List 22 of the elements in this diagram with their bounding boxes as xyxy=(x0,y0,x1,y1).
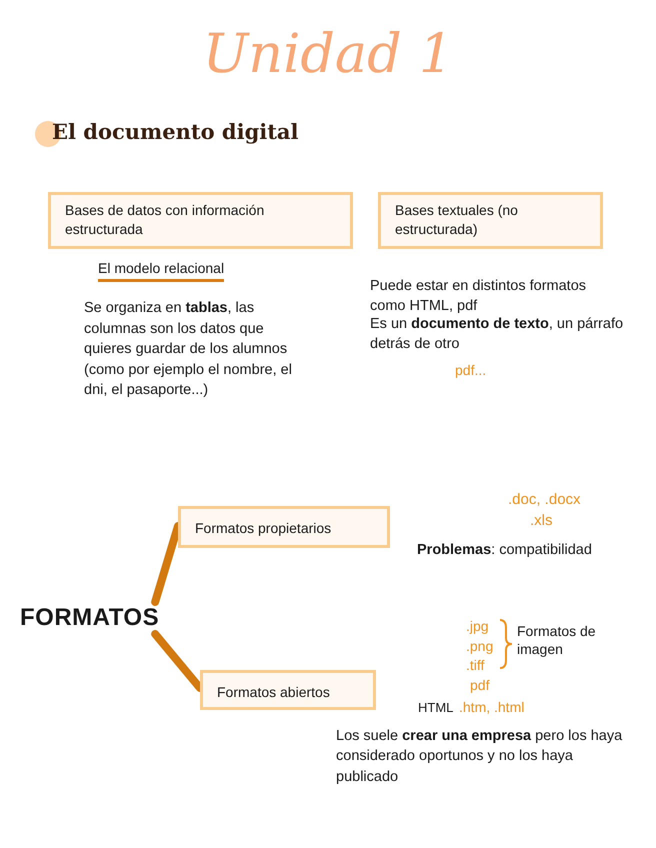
text-box: Bases de datos con información estructurada xyxy=(48,192,353,249)
text-box: Formatos propietarios xyxy=(178,506,390,548)
section-heading: El documento digital xyxy=(52,119,299,144)
note: Formatos de imagen xyxy=(517,622,597,658)
paragraph: Se organiza en tablas, las columnas son los datos que quieres guardar de los alumnos (como por ejemplo el nombre, el dni, el pasaporte...) xyxy=(84,299,293,400)
file-extension: pdf xyxy=(470,677,490,693)
file-extension: .png xyxy=(466,638,494,654)
file-extension: .jpg xyxy=(466,618,489,634)
text-box: Formatos abiertos xyxy=(200,670,376,710)
title: Unidad 1 xyxy=(202,22,454,85)
file-extension: .doc, .docx xyxy=(508,491,581,508)
file-extension: .tiff xyxy=(466,657,484,673)
note: HTML xyxy=(418,700,454,715)
subheading: El modelo relacional xyxy=(98,260,224,282)
paragraph: Es un documento de texto, un párrafo detrás de otro xyxy=(370,315,624,354)
text-box: Bases textuales (no estructurada) xyxy=(378,192,603,249)
node-heading: FORMATOS xyxy=(20,604,160,632)
note: pdf... xyxy=(455,362,486,378)
note: Problemas: compatibilidad xyxy=(417,542,592,558)
file-extension: .htm, .html xyxy=(459,699,524,715)
paragraph: Los suele crear una empresa pero los haya considerado oportunos y no los haya publicado xyxy=(336,727,624,787)
file-extension: .xls xyxy=(530,512,552,529)
